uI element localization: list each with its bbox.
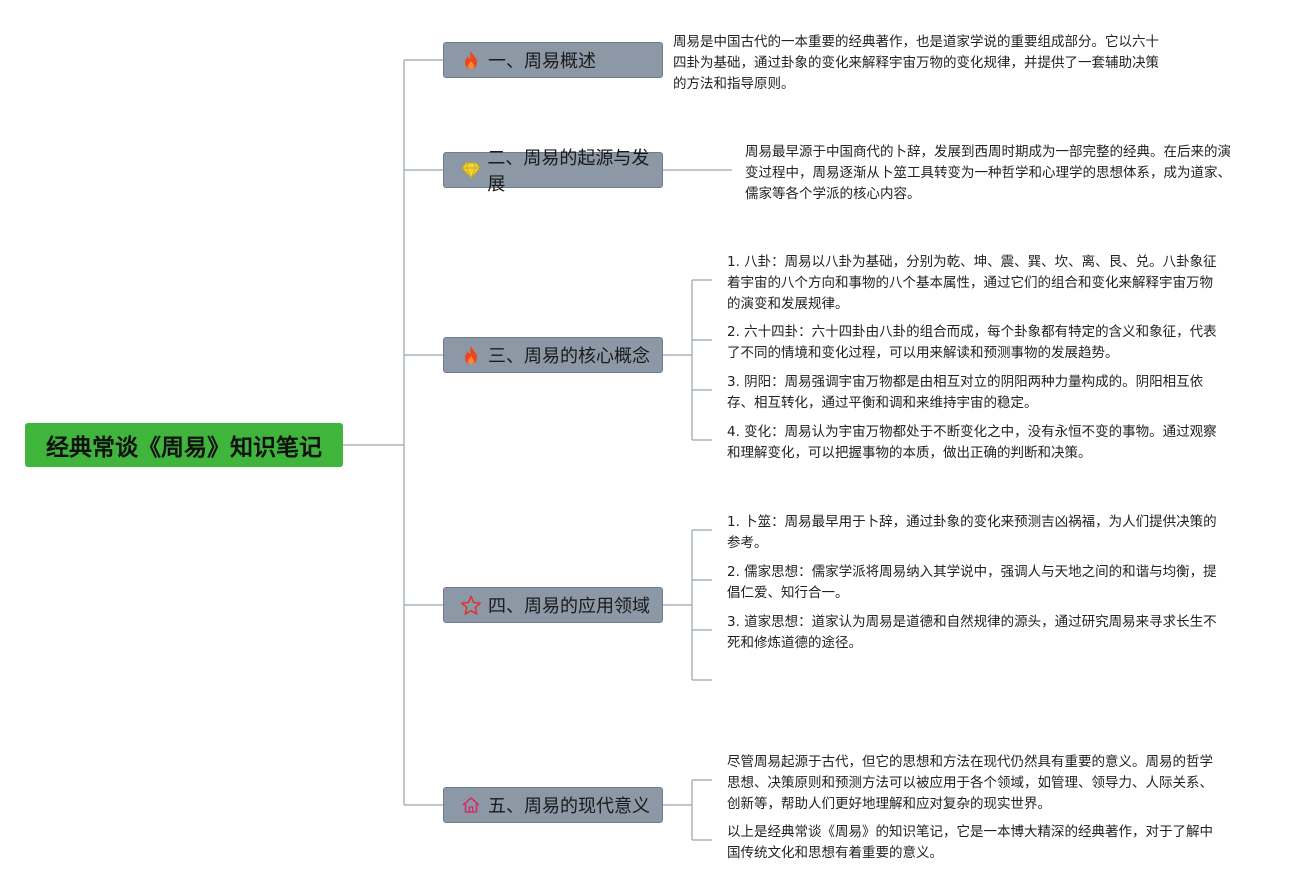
note-conclusion: 以上是经典常谈《周易》的知识笔记，它是一本博大精深的经典著作，对于了解中国传统文…: [727, 824, 1213, 861]
note-modern: 尽管周易起源于古代，但它的思想和方法在现代仍然具有重要的意义。周易的哲学思想、决…: [727, 754, 1213, 812]
branch-label: 三、周易的核心概念: [488, 346, 650, 367]
branch-topic-modern-significance[interactable]: 五、周易的现代意义: [443, 787, 663, 823]
branch-topic-applications[interactable]: 四、周易的应用领域: [443, 587, 663, 623]
note-confucian: 2. 儒家思想：儒家学派将周易纳入其学说中，强调人与天地之间的和谐与均衡，提倡仁…: [727, 564, 1217, 601]
note-64-hexagrams: 2. 六十四卦：六十四卦由八卦的组合而成，每个卦象都有特定的含义和象征，代表了不…: [727, 324, 1217, 361]
star-icon: [460, 594, 482, 616]
root-title: 经典常谈《周易》知识笔记: [46, 435, 322, 461]
branch-topic-origin[interactable]: 二、周易的起源与发展: [443, 148, 663, 195]
branch-label: 一、周易概述: [488, 51, 596, 72]
branch-label: 二、周易的起源与发展: [487, 148, 650, 195]
branch-topic-overview[interactable]: 一、周易概述: [443, 42, 663, 78]
note-origin: 周易最早源于中国商代的卜辞，发展到西周时期成为一部完整的经典。在后来的演变过程中…: [745, 144, 1231, 202]
branch-topic-core-concepts[interactable]: 三、周易的核心概念: [443, 337, 663, 373]
note-divination: 1. 卜筮：周易最早用于卜辞，通过卦象的变化来预测吉凶祸福，为人们提供决策的参考…: [727, 514, 1217, 551]
note-taoist: 3. 道家思想：道家认为周易是道德和自然规律的源头，通过研究周易来寻求长生不死和…: [727, 614, 1217, 651]
branch-label: 五、周易的现代意义: [488, 796, 650, 817]
home-icon: [460, 794, 482, 816]
note-yin-yang: 3. 阴阳：周易强调宇宙万物都是由相互对立的阴阳两种力量构成的。阴阳相互依存、相…: [727, 374, 1204, 411]
root-topic[interactable]: 经典常谈《周易》知识笔记: [25, 423, 343, 467]
branch-label: 四、周易的应用领域: [488, 596, 650, 617]
diamond-icon: [460, 159, 481, 181]
fire-icon: [460, 344, 482, 366]
note-change: 4. 变化：周易认为宇宙万物都处于不断变化之中，没有永恒不变的事物。通过观察和理…: [727, 424, 1217, 461]
note-bagua: 1. 八卦：周易以八卦为基础，分别为乾、坤、震、巽、坎、离、艮、兑。八卦象征着宇…: [727, 254, 1217, 312]
fire-icon: [460, 49, 482, 71]
note-overview: 周易是中国古代的一本重要的经典著作，也是道家学说的重要组成部分。它以六十四卦为基…: [673, 34, 1159, 92]
